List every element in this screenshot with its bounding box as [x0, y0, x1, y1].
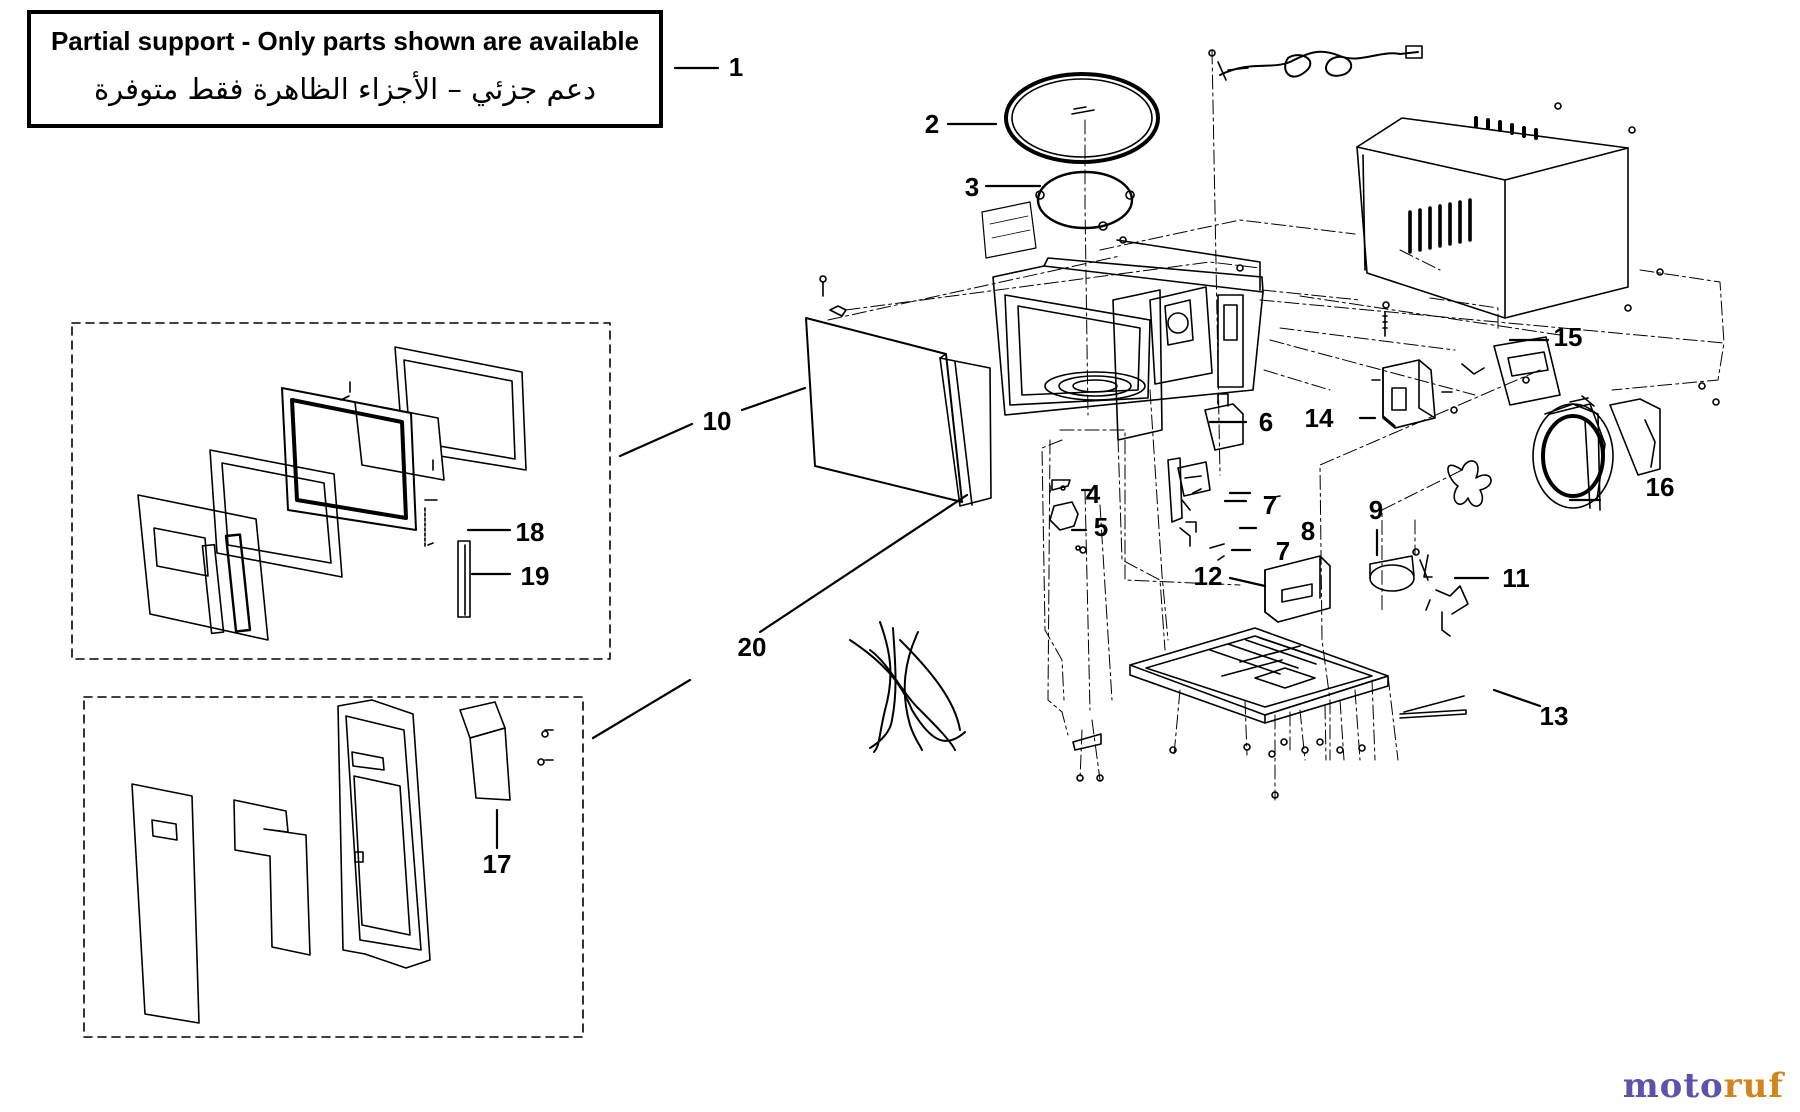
callout-7a[interactable]: 7 — [1262, 490, 1278, 520]
callout-2[interactable]: 2 — [924, 109, 940, 139]
callout-9[interactable]: 9 — [1368, 495, 1384, 525]
base-plate — [1072, 627, 1467, 751]
callout-15[interactable]: 15 — [1553, 322, 1583, 352]
door-parts — [137, 346, 527, 641]
power-cord — [1208, 45, 1423, 81]
callout-8[interactable]: 8 — [1300, 516, 1316, 546]
control-panel-parts — [131, 699, 554, 1024]
callout-18[interactable]: 18 — [515, 517, 545, 547]
callout-14[interactable]: 14 — [1304, 403, 1334, 433]
notice-english: Partial support - Only parts shown are a… — [50, 26, 640, 56]
fan-assembly — [1447, 336, 1661, 511]
motoruf-watermark[interactable]: motoruf — [1623, 1066, 1784, 1106]
callout-16[interactable]: 16 — [1645, 472, 1675, 502]
callout-20[interactable]: 20 — [737, 632, 767, 662]
watermark-part-2: ruf — [1723, 1066, 1784, 1106]
waveguide-cover — [981, 201, 1037, 259]
callout-6[interactable]: 6 — [1258, 407, 1274, 437]
callout-1[interactable]: 1 — [728, 52, 744, 82]
wire-harness — [849, 621, 966, 753]
callout-5[interactable]: 5 — [1093, 512, 1109, 542]
callout-4[interactable]: 4 — [1085, 479, 1101, 509]
door-assembly-box — [71, 322, 611, 660]
outer-cabinet — [1356, 116, 1629, 319]
oven-cavity — [992, 236, 1264, 441]
glass-turntable — [1004, 72, 1160, 164]
partial-support-notice: Partial support - Only parts shown are a… — [27, 10, 663, 128]
callout-13[interactable]: 13 — [1539, 701, 1569, 731]
callout-19[interactable]: 19 — [520, 561, 550, 591]
callout-12[interactable]: 12 — [1193, 561, 1223, 591]
callout-17[interactable]: 17 — [482, 849, 512, 879]
watermark-part-1: moto — [1622, 1066, 1724, 1106]
alignment-lines — [827, 49, 1725, 801]
electrical-parts — [1049, 311, 1485, 637]
callout-3[interactable]: 3 — [964, 172, 980, 202]
callout-7b[interactable]: 7 — [1275, 536, 1291, 566]
leader-lines — [466, 66, 1602, 850]
callout-11[interactable]: 11 — [1502, 563, 1530, 593]
oven-door — [805, 275, 992, 507]
callout-10[interactable]: 10 — [702, 406, 732, 436]
screws — [1049, 102, 1720, 799]
notice-arabic: دعم جزئي – الأجزاء الظاهرة فقط متوفرة — [93, 72, 597, 106]
